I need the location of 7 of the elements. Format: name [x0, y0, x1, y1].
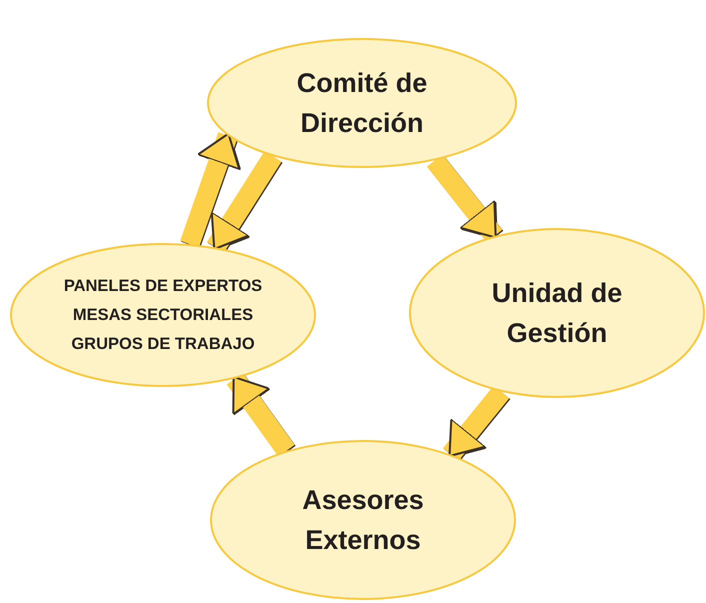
node-label: Comité de Dirección — [296, 67, 428, 140]
node-label: PANELES DE EXPERTOS — [64, 276, 262, 296]
node-label: Unidad de Gestión — [490, 277, 624, 350]
node-label: GRUPOS DE TRABAJO — [71, 334, 255, 354]
node-label: MESAS SECTORIALES — [72, 304, 254, 326]
block-arrow — [180, 132, 240, 248]
node-label: Asesores Externos — [301, 484, 425, 557]
